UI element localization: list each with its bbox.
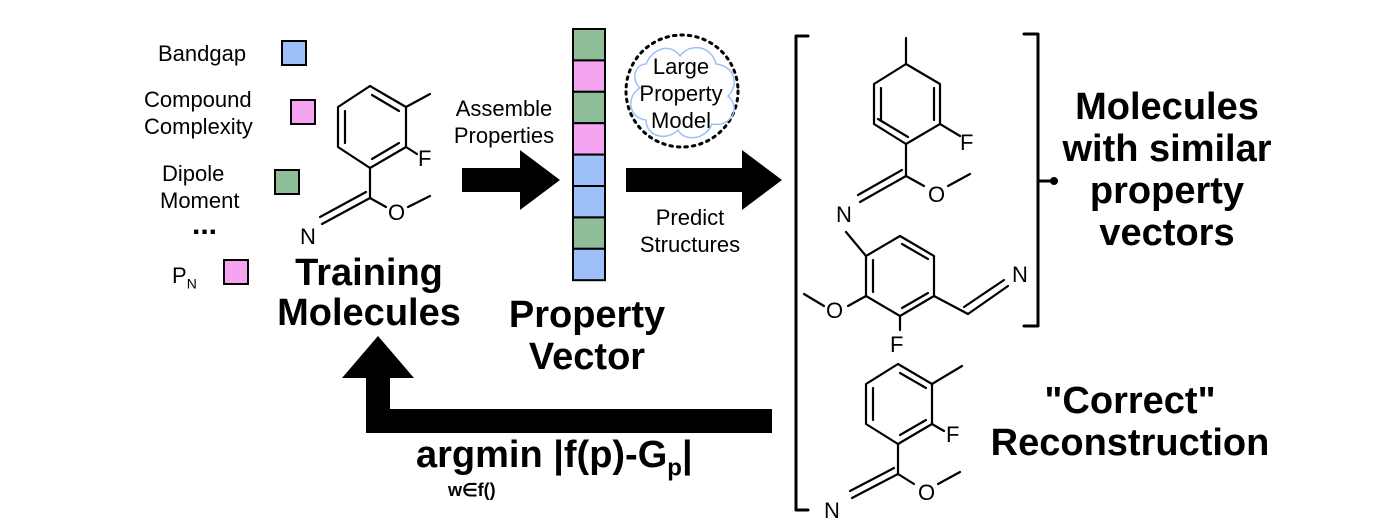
training-atom-f: F	[418, 146, 431, 171]
similar-molecules-title-line1: Molecules	[1075, 86, 1259, 128]
property-vector	[572, 28, 606, 282]
predict-structures-label-line1: Predict	[655, 205, 725, 230]
property-vector-title-line1: Property	[508, 294, 666, 336]
dipole-moment-swatch	[274, 169, 300, 195]
assemble-properties-label-line2: Properties	[453, 123, 555, 148]
training-molecules-title-line1: Training	[295, 252, 443, 294]
outer-left-bracket	[794, 34, 810, 512]
assemble-properties-label-line1: Assemble	[455, 96, 553, 121]
vector-cell-8	[572, 247, 606, 282]
predicted2-atom-f: F	[890, 332, 903, 357]
correct-reconstruction-title-line2: Reconstruction	[990, 422, 1270, 464]
vector-cell-1	[572, 28, 606, 62]
correct-reconstruction-title-line1: "Correct"	[1044, 380, 1216, 422]
bandgap-label: Bandgap	[158, 41, 247, 66]
bandgap-swatch	[281, 40, 307, 66]
vector-cell-6	[572, 185, 606, 219]
large-property-model-icon	[624, 33, 740, 149]
training-molecule-structure	[318, 84, 432, 226]
vector-cell-3	[572, 90, 606, 125]
pn-swatch	[223, 259, 249, 285]
argmin-subscript: w∈f()	[448, 480, 496, 500]
property-vector-title-line2: Vector	[528, 336, 646, 378]
vector-cell-5	[572, 153, 606, 188]
predicted1-atom-n: N	[836, 202, 852, 227]
correct-atom-n: N	[824, 498, 840, 523]
large-property-model-label-line3: Model	[651, 108, 711, 133]
vector-cell-4	[572, 122, 606, 156]
predicted-molecule-2-structure	[802, 230, 1010, 332]
compound-complexity-label-line2: Complexity	[144, 114, 253, 139]
dipole-moment-label-line2: Moment	[160, 188, 240, 213]
training-atom-o: O	[388, 200, 405, 225]
predict-arrow	[626, 150, 782, 210]
vector-cell-2	[572, 59, 606, 93]
argmin-formula: argmin |f(p)-Gp|	[416, 434, 693, 482]
pn-label: PN	[172, 263, 197, 292]
similar-molecules-title-line4: vectors	[1099, 212, 1235, 254]
assemble-arrow	[462, 150, 560, 210]
predicted1-atom-f: F	[960, 130, 973, 155]
predicted1-atom-o: O	[928, 182, 945, 207]
predict-structures-label-line2: Structures	[639, 232, 741, 257]
similar-molecules-title-line2: with similar	[1062, 128, 1272, 170]
vector-cell-7	[572, 216, 606, 250]
large-property-model-label-line1: Large	[652, 54, 710, 79]
compound-complexity-label-line1: Compound	[144, 87, 252, 112]
compound-complexity-swatch	[290, 99, 316, 125]
training-molecules-title-line2: Molecules	[277, 292, 461, 334]
correct-atom-f: F	[946, 422, 959, 447]
training-atom-n: N	[300, 224, 316, 249]
correct-molecule-structure	[848, 362, 964, 500]
large-property-model-label-line2: Property	[639, 81, 723, 106]
dipole-moment-label-line1: Dipole	[162, 161, 225, 186]
predicted-molecule-1-structure	[856, 36, 972, 204]
more-properties-ellipsis: ...	[192, 208, 218, 241]
similar-molecules-title-line3: property	[1089, 170, 1245, 212]
predicted2-atom-o: O	[826, 298, 843, 323]
correct-atom-o: O	[918, 480, 935, 505]
predicted2-atom-n: N	[1012, 262, 1028, 287]
